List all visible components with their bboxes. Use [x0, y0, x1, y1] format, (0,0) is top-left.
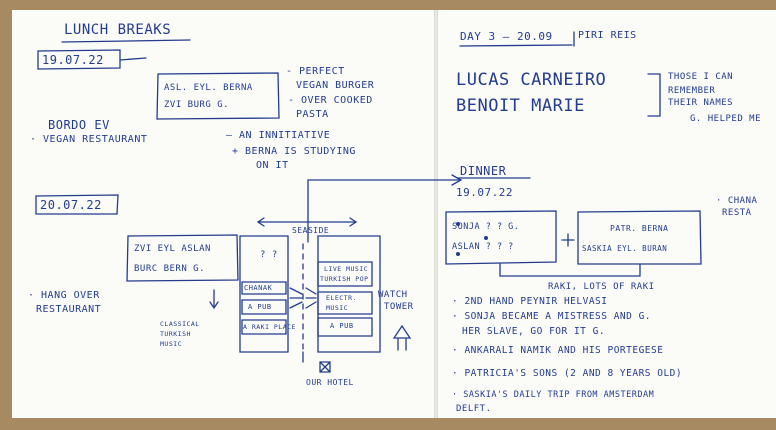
heading-underline	[62, 40, 190, 42]
dinner-note: · SASKIA'S DAILY TRIP FROM AMSTERDAM	[452, 390, 654, 400]
dinner-note: · ANKARALI NAMIK AND HIS PORTEGESE	[452, 345, 663, 356]
note-line: — AN INNITIATIVE	[226, 130, 330, 141]
side-note: · CHANA	[716, 196, 757, 206]
dinner-note: · SONJA BECAME A MISTRESS AND G.	[452, 311, 651, 322]
remember-note: THEIR NAMES	[668, 98, 733, 108]
remember-note: G. HELPED ME	[690, 114, 761, 124]
map-label-electric: MUSIC	[326, 304, 348, 312]
raki-note: RAKI, LOTS OF RAKI	[548, 282, 655, 292]
plus-sign	[562, 234, 574, 246]
table-row: ASLAN ? ? ?	[452, 242, 514, 252]
note-line: ON IT	[256, 160, 289, 171]
map-label-chanak: CHANAK	[244, 284, 272, 292]
review-line: PASTA	[296, 109, 329, 120]
date-lunch-1: 19.07.22	[42, 53, 104, 67]
table-row: SONJA ? ? G.	[452, 222, 519, 232]
seating-row: ASL. EYL. BERNA	[164, 83, 253, 93]
side-note: RESTA	[722, 208, 752, 218]
note-line: RESTAURANT	[36, 304, 101, 315]
dinner-title: DINNER	[460, 164, 506, 178]
dinner-note: · 2ND HAND PEYNIR HELVASI	[452, 296, 608, 307]
seating-box-2	[127, 235, 238, 281]
street-outline	[240, 236, 380, 248]
tables-bracket	[500, 264, 640, 276]
seating-row: ZVI BURG G.	[164, 100, 229, 110]
map-label-raki: A RAKI PLACE	[243, 323, 296, 331]
remember-note: REMEMBER	[668, 86, 715, 96]
note-line: + BERNA IS STUDYING	[232, 146, 356, 157]
map-label-live: LIVE MUSIC	[324, 265, 368, 273]
review-line: - OVER COOKED	[288, 95, 373, 106]
table-row: SASKIA EYL. BURAN	[582, 244, 667, 253]
seating-row: ZVI EYL ASLAN	[134, 244, 211, 254]
map-question-marks: ? ?	[260, 250, 278, 260]
remember-note: THOSE I CAN	[668, 72, 733, 82]
names-bracket	[648, 74, 660, 116]
dinner-date: 19.07.22	[456, 186, 513, 199]
page-title: LUNCH BREAKS	[64, 22, 171, 38]
note-line: · HANG OVER	[28, 290, 100, 301]
map-label-classical: MUSIC	[160, 340, 182, 348]
table1-box	[446, 211, 556, 264]
seating-row: BURC BERN G.	[134, 264, 205, 274]
table-row: PATR. BERNA	[610, 224, 668, 233]
review-line: VEGAN BURGER	[296, 80, 374, 91]
map-label-hotel: OUR HOTEL	[306, 378, 354, 387]
day-underline	[460, 45, 572, 46]
date1-line	[120, 58, 146, 60]
restaurant-type: · VEGAN RESTAURANT	[30, 134, 147, 145]
connector-arrow	[308, 180, 460, 242]
restaurant-name: BORDO EV	[48, 118, 110, 132]
guest-name: LUCAS CARNEIRO	[456, 70, 606, 90]
map-label-classical: TURKISH	[160, 330, 191, 338]
map-label-pub: A PUB	[248, 303, 272, 311]
map-label-seaside: SEASIDE	[292, 226, 329, 235]
map-label-pub: A PUB	[330, 322, 354, 330]
guest-name: BENOIT MARIE	[456, 96, 585, 116]
hotel-marker	[320, 362, 330, 372]
table2-box	[578, 211, 701, 264]
map-label-electric: ELECTR.	[326, 294, 357, 302]
review-line: - PERFECT	[286, 66, 345, 77]
day-header: DAY 3 — 20.09	[460, 30, 553, 43]
map-label-classical: CLASSICAL	[160, 320, 200, 328]
dinner-note: HER SLAVE, GO FOR IT G.	[462, 326, 605, 337]
date-lunch-2: 20.07.22	[40, 198, 102, 212]
watch-tower	[394, 326, 410, 350]
dinner-note: · PATRICIA'S SONS (2 AND 8 YEARS OLD)	[452, 368, 682, 379]
map-label-watch: WATCH	[378, 290, 408, 300]
dinner-note: DELFT.	[456, 404, 492, 414]
map-label-live: TURKISH POP	[320, 275, 369, 283]
seating-box-1	[157, 73, 279, 119]
map-label-watch: TOWER	[384, 302, 414, 312]
day-place: PIRI REIS	[578, 30, 637, 41]
